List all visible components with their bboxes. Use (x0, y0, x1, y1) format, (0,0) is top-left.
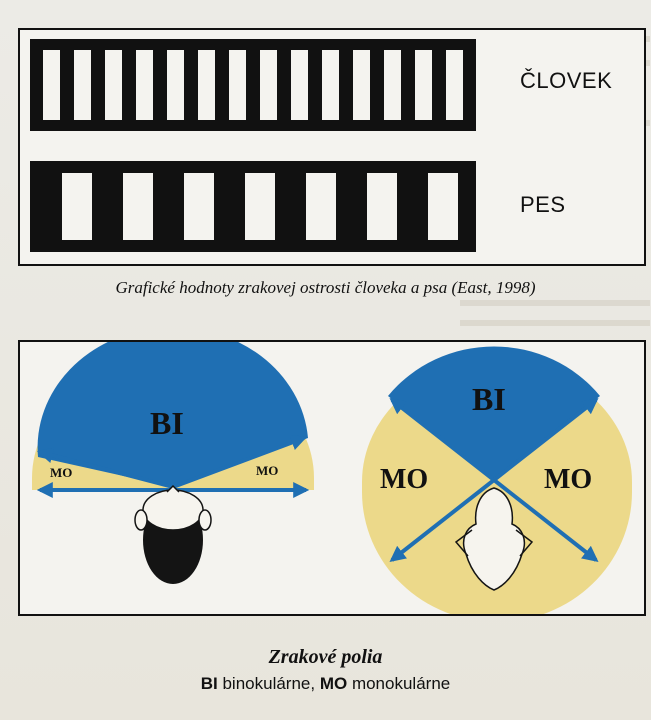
grating-slot (306, 173, 336, 240)
grating-slot (291, 50, 308, 120)
human-visual-field: BI MO MO (32, 327, 314, 584)
grating-slot (367, 173, 397, 240)
grating-slot (184, 173, 214, 240)
grating-slot (245, 173, 275, 240)
binocular-field-left-diagram (37, 327, 309, 487)
grating-slot (322, 50, 339, 120)
human-label: ČLOVEK (520, 68, 613, 93)
mo-label-right-b: MO (544, 464, 592, 495)
binocular-field-right-diagram (388, 346, 600, 480)
legend-mo-text: monokulárne (347, 674, 451, 693)
grating-slot (62, 173, 92, 240)
grating-slot (353, 50, 370, 120)
field-arrow (389, 478, 496, 562)
field-arrow (172, 434, 307, 489)
grating-slot (167, 50, 184, 120)
acuity-figure-caption: Grafické hodnoty zrakovej ostrosti člove… (115, 278, 536, 297)
visual-fields-figure-frame: BI MO MO BI (18, 327, 646, 622)
legend-bi-text: binokulárne, (217, 674, 320, 693)
human-acuity-grating (30, 39, 476, 131)
mo-label-left-a: MO (50, 465, 72, 480)
grating-slot (428, 173, 458, 240)
bleed-through-line (460, 300, 650, 306)
visual-fields-title: Zrakové polia (268, 646, 383, 668)
grating-slot (229, 50, 246, 120)
bi-label-right: BI (472, 381, 506, 417)
grating-slot (260, 50, 277, 120)
field-arrow (492, 478, 599, 562)
grating-slot (105, 50, 122, 120)
grating-slot (43, 50, 60, 120)
grating-slot (446, 50, 463, 120)
visual-fields-legend: BI binokulárne, MO monokulárne (0, 674, 651, 694)
mo-label-right-a: MO (380, 464, 428, 495)
field-arrow (492, 398, 599, 482)
dog-visual-field: BI MO MO (362, 346, 632, 622)
field-arrow (389, 398, 496, 482)
dog-acuity-grating (30, 161, 476, 252)
bi-label-left: BI (150, 405, 184, 441)
human-head-icon (134, 484, 212, 584)
acuity-figure-frame: ČLOVEK PES (18, 28, 646, 266)
visual-fields-diagram: BI MO MO BI (32, 327, 632, 622)
grating-slot (74, 50, 91, 120)
legend-mo-abbr: MO (319, 674, 348, 693)
grating-slot (136, 50, 153, 120)
mo-label-left-b: MO (256, 463, 278, 478)
grating-slot (415, 50, 432, 120)
grating-slot (123, 173, 153, 240)
legend-bi-abbr: BI (200, 674, 218, 693)
bleed-through-line (460, 320, 650, 326)
field-arrow (36, 447, 174, 489)
grating-slot (384, 50, 401, 120)
grating-slot (198, 50, 215, 120)
dog-head-icon (454, 487, 534, 591)
dog-label: PES (520, 192, 566, 217)
